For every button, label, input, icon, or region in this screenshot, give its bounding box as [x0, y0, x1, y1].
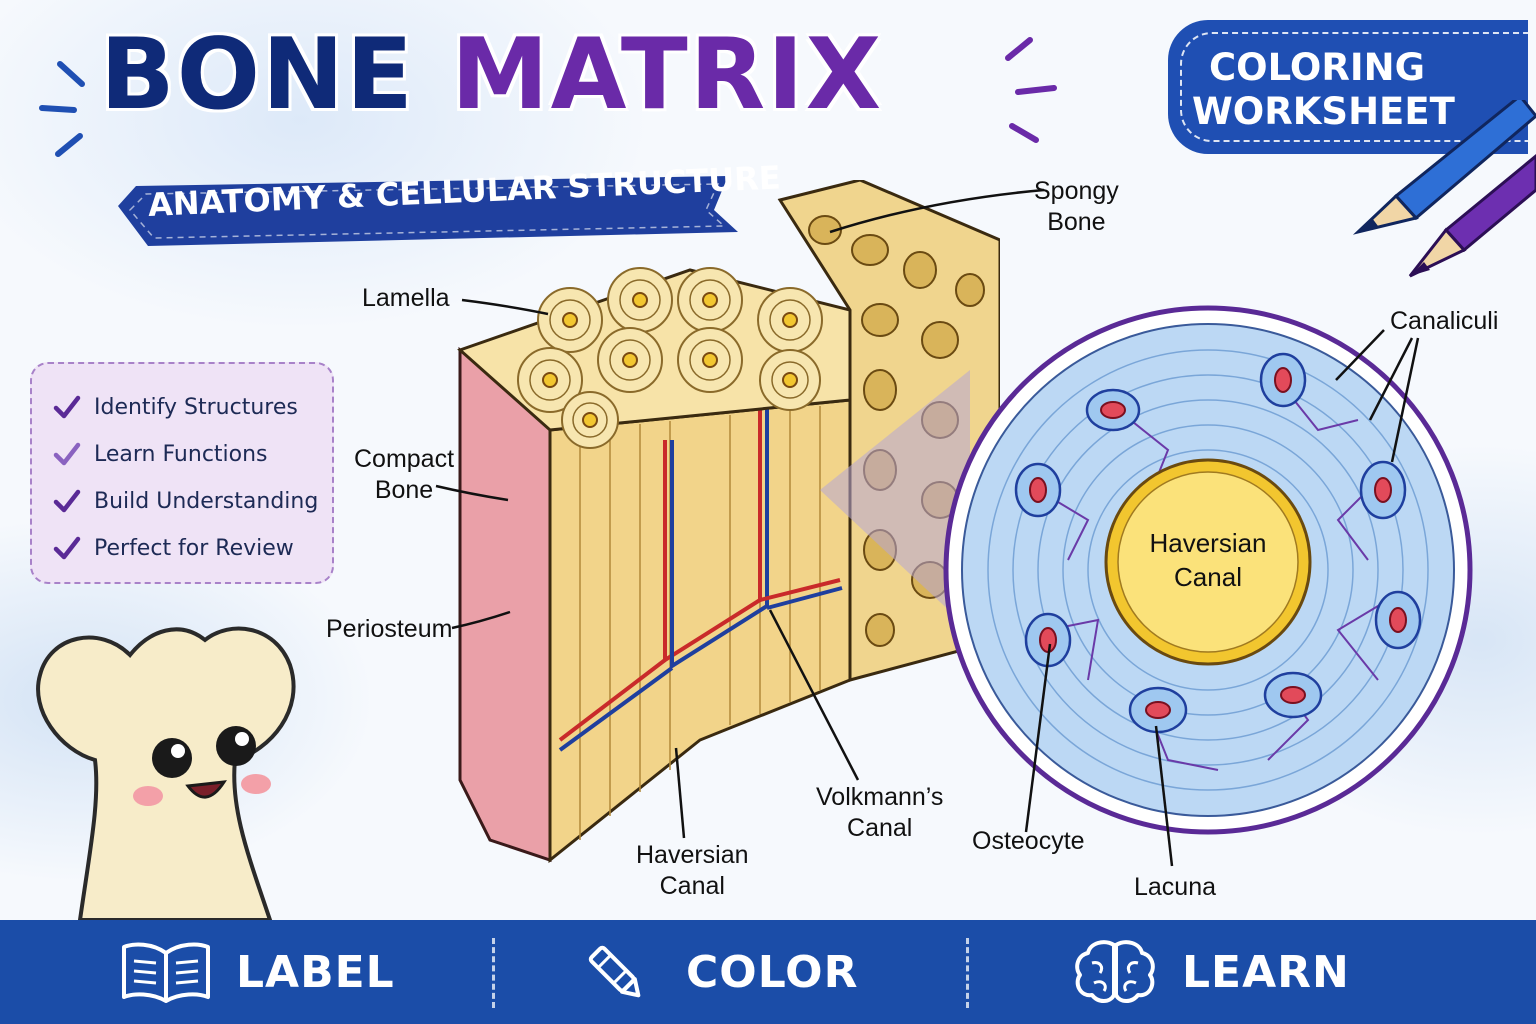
concentric-lamellae [987, 349, 1429, 791]
bottom-item-label: LABEL [118, 920, 395, 1024]
bottom-item-label-text: LABEL [236, 946, 395, 998]
bottom-item-learn: LEARN [1070, 920, 1350, 1024]
bottom-item-color-text: COLOR [686, 946, 859, 998]
label-volkmanns-canal-line2: Canal [847, 814, 913, 842]
checklist-item-label: Identify Structures [94, 394, 298, 420]
checkmark-icon [53, 489, 81, 513]
open-book-icon [122, 942, 210, 1003]
bone-mascot [36, 626, 296, 920]
osteocyte-cells [1014, 352, 1422, 734]
mascot-cheek [133, 786, 163, 806]
crayon-icon [588, 945, 641, 998]
checklist-item-label: Learn Functions [94, 441, 268, 467]
badge-line-1: COLORING [1209, 46, 1425, 89]
osteon-rings [517, 267, 823, 449]
label-periosteum: Periosteum [326, 615, 453, 643]
brain-icon [1075, 940, 1155, 1003]
checkmark-icon [53, 395, 81, 419]
label-osteocyte: Osteocyte [972, 827, 1085, 855]
label-haversian-canal: Haversian Canal [636, 840, 749, 902]
magnify-wedge [820, 370, 970, 630]
label-spongy-bone: Spongy Bone [1034, 176, 1119, 238]
bottom-item-color: COLOR [580, 920, 858, 1024]
checklist-item-label: Perfect for Review [94, 535, 294, 561]
compact-bone-block-illustration [457, 180, 1000, 864]
pencils-illustration [1352, 100, 1536, 278]
haversian-canal-center-label-line1: Haversian [1149, 528, 1266, 558]
label-canaliculi: Canaliculi [1390, 307, 1499, 335]
osteon-cross-section: Haversian Canal [943, 305, 1473, 835]
checkmark-icon [53, 442, 81, 466]
badge-line-2: WORKSHEET [1192, 90, 1455, 133]
bottom-divider [492, 938, 495, 1008]
bottom-divider [966, 938, 969, 1008]
checklist-item: Identify Structures [52, 390, 298, 424]
label-volkmanns-canal: Volkmann’s Canal [816, 782, 943, 844]
mascot-cheek [241, 774, 271, 794]
checklist-item-label: Build Understanding [94, 488, 319, 514]
badge-dashed-border [1180, 32, 1528, 142]
checklist-item: Build Understanding [52, 484, 318, 518]
label-compact-bone-line2: Bone [374, 476, 434, 504]
label-volkmanns-canal-line1: Volkmann’s [816, 783, 944, 811]
label-lacuna: Lacuna [1134, 873, 1217, 901]
title-word-bone: BONE [100, 18, 415, 132]
label-haversian-canal-line2: Canal [659, 872, 725, 900]
subtitle-ribbon [118, 176, 738, 246]
mascot-mouth [185, 780, 227, 799]
learning-goals-checklist: Identify Structures Learn Functions Buil… [30, 362, 334, 584]
badge-text: COLORING WORKSHEET [1192, 46, 1455, 134]
label-lamella: Lamella [362, 284, 450, 312]
label-spongy-bone-line1: Spongy [1034, 177, 1119, 205]
purple-pencil-icon [1408, 154, 1536, 278]
bottom-action-bar: LABEL COLOR LEARN [0, 920, 1536, 1024]
title-word-matrix: MATRIX [451, 18, 884, 132]
checklist-item: Learn Functions [52, 437, 268, 471]
label-compact-bone: Compact Bone [354, 444, 454, 506]
haversian-canal-center-label-line2: Canal [1174, 562, 1242, 592]
label-spongy-bone-line2: Bone [1047, 208, 1106, 236]
label-haversian-canal-line1: Haversian [636, 841, 749, 869]
checkmark-icon [53, 536, 81, 560]
blood-vessels [558, 400, 843, 752]
bottom-item-learn-text: LEARN [1182, 946, 1350, 998]
page-title: BONE MATRIX [100, 26, 883, 124]
blue-pencil-icon [1352, 100, 1536, 235]
label-compact-bone-line1: Compact [354, 445, 455, 473]
checklist-item: Perfect for Review [52, 531, 294, 565]
worksheet-badge: COLORING WORKSHEET [1168, 20, 1528, 154]
